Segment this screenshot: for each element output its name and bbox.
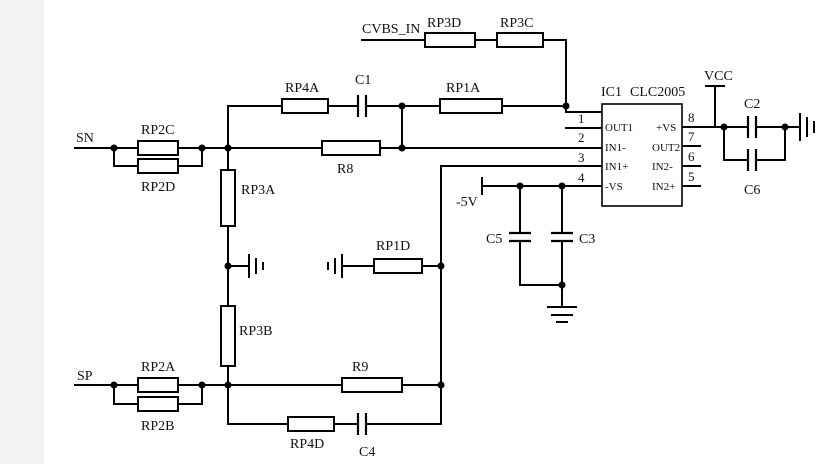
- ground-icon: [248, 254, 264, 278]
- label-r9: R9: [352, 360, 368, 375]
- pin-name: IN1+: [605, 161, 628, 173]
- resistor-r9: [341, 377, 403, 393]
- resistor-rp2a: [137, 377, 179, 393]
- ground-icon: [327, 254, 343, 278]
- ground-symbols: [248, 113, 815, 323]
- resistor-rp2b: [137, 396, 179, 412]
- label-rp1a: RP1A: [446, 81, 481, 96]
- pin-name: IN1-: [605, 142, 626, 154]
- label-rp1d: RP1D: [376, 239, 410, 254]
- ground-icon: [799, 113, 815, 141]
- wires: [74, 39, 801, 425]
- component-labels: CVBS_IN RP3D RP3C RP4A C1 RP1A IC1 CLC20…: [76, 16, 760, 460]
- pin-number: 6: [688, 149, 695, 164]
- resistor-rp3b: [220, 305, 236, 367]
- resistor-rp2c: [137, 140, 179, 156]
- resistor-rp3a: [220, 169, 236, 227]
- ic-pin-labels: 1 2 3 4 OUT1 IN1- IN1+ -VS 8 7 6 5 +VS O…: [578, 110, 695, 193]
- pin-name: -VS: [605, 181, 623, 193]
- pin-number: 3: [578, 150, 585, 165]
- net-label-vcc: VCC: [704, 69, 733, 84]
- resistor-rp4d: [287, 416, 335, 432]
- label-rp3a: RP3A: [241, 183, 276, 198]
- pin-number: 4: [578, 170, 585, 185]
- pin-number: 5: [688, 169, 695, 184]
- label-c5: C5: [486, 232, 502, 247]
- pin-name: OUT1: [605, 122, 633, 134]
- resistor-rp1a: [439, 98, 503, 114]
- ground-icon: [547, 306, 577, 323]
- label-c1: C1: [355, 73, 371, 88]
- resistor-rp1d: [373, 258, 423, 274]
- label-r8: R8: [337, 162, 353, 177]
- pin-name: +VS: [656, 122, 676, 134]
- net-label-neg5v: -5V: [456, 195, 478, 210]
- left-margin-strip: [0, 0, 44, 464]
- ic-ref-label: IC1: [601, 85, 622, 100]
- label-c6: C6: [744, 183, 760, 198]
- resistor-rp3c: [496, 32, 544, 48]
- pin-name: IN2+: [652, 181, 675, 193]
- net-label-sp: SP: [77, 369, 93, 384]
- resistor-rp3d: [424, 32, 476, 48]
- pin-number: 7: [688, 129, 695, 144]
- pin-name: IN2-: [652, 161, 673, 173]
- pin-number: 1: [578, 111, 585, 126]
- label-rp2d: RP2D: [141, 180, 175, 195]
- label-c2: C2: [744, 97, 760, 112]
- pin-number: 2: [578, 130, 585, 145]
- resistor-r8: [321, 140, 381, 156]
- label-c4: C4: [359, 445, 375, 460]
- label-rp2b: RP2B: [141, 419, 174, 434]
- label-rp4d: RP4D: [290, 437, 324, 452]
- net-label-cvbs-in: CVBS_IN: [362, 22, 420, 37]
- pin-name: OUT2: [652, 142, 680, 154]
- label-c3: C3: [579, 232, 595, 247]
- capacitors: [356, 94, 758, 436]
- ic-part-label: CLC2005: [630, 85, 685, 100]
- label-rp2c: RP2C: [141, 123, 174, 138]
- ic-clc2005: [601, 103, 683, 207]
- label-rp2a: RP2A: [141, 360, 176, 375]
- label-rp4a: RP4A: [285, 81, 320, 96]
- label-rp3d: RP3D: [427, 16, 461, 31]
- pin-number: 8: [688, 110, 695, 125]
- label-rp3c: RP3C: [500, 16, 533, 31]
- net-label-sn: SN: [76, 131, 94, 146]
- resistor-rp4a: [281, 98, 329, 114]
- junction-dots: [110, 102, 789, 389]
- label-rp3b: RP3B: [239, 324, 272, 339]
- resistor-rp2d: [137, 158, 179, 174]
- resistors: [137, 32, 544, 432]
